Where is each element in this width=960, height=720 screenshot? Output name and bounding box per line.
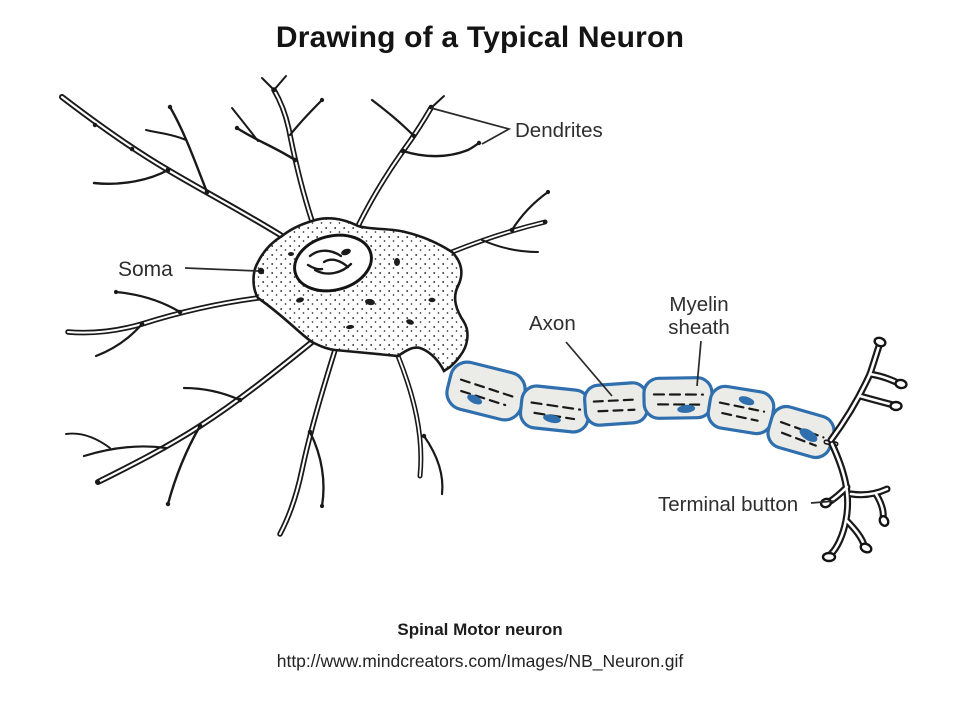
label-terminal-button-group: Terminal button (658, 493, 836, 516)
page-title: Drawing of a Typical Neuron (275, 21, 685, 54)
myelin-label-line1: Myelin (669, 293, 728, 316)
axon-myelin-sheath (445, 360, 839, 460)
axon-leader-line (565, 341, 613, 397)
caption-spinal-motor-neuron: Spinal Motor neuron (397, 620, 563, 639)
label-axon-group: Axon (529, 312, 613, 397)
soma-leader-dot (257, 267, 265, 275)
source-url-text: http://www.mindcreators.com/Images/NB_Ne… (276, 651, 684, 671)
terminal-button-label: Terminal button (658, 493, 798, 516)
dendrites-leader-line (430, 107, 512, 145)
soma-shape (252, 216, 469, 373)
axon-label: Axon (529, 312, 576, 335)
terminal-button-leader-line (810, 500, 836, 504)
label-myelin-group: Myelin sheath (668, 293, 730, 387)
myelin-leader-line (696, 340, 702, 387)
myelin-label-line2: sheath (668, 316, 730, 339)
dendrite-branches (59, 75, 551, 537)
soma-label: Soma (118, 258, 173, 281)
label-soma-group: Soma (118, 258, 265, 281)
nucleus (293, 233, 373, 293)
terminal-branches (819, 336, 908, 563)
dendrites-label: Dendrites (515, 119, 603, 142)
label-dendrites-group: Dendrites (430, 107, 603, 145)
soma-leader-line (184, 267, 259, 272)
